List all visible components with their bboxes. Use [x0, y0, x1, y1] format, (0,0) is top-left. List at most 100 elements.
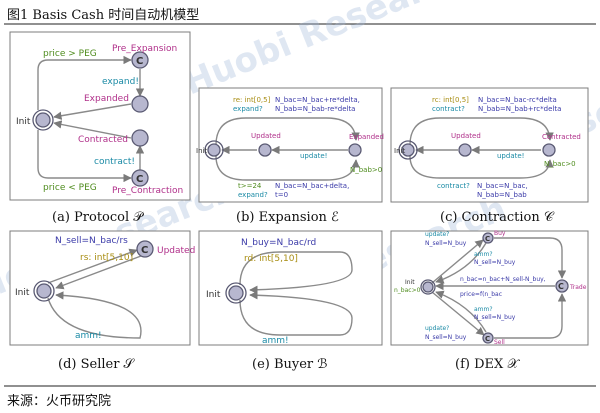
- update-nbuy: N_buy=N_bac/rd: [241, 238, 316, 248]
- update-nbac-trade: n_bac=n_bac+N_sell-N_buy,: [460, 276, 546, 283]
- guard-price-above-peg: price > PEG: [43, 49, 97, 59]
- location-init-a: [35, 112, 51, 128]
- edge-init-to-updated-top: [47, 248, 138, 284]
- edge-init-loop-bottom: [239, 291, 353, 336]
- sync-expand-top: expand?: [233, 105, 263, 113]
- location-buy: [482, 232, 494, 244]
- committed-marker: C: [136, 56, 143, 67]
- edge-init-to-pre-contraction: [37, 130, 132, 183]
- label-trade: Trade: [569, 284, 587, 291]
- edge-init-to-pre-expansion: [37, 55, 132, 110]
- select-re: re: int[0,5]: [233, 96, 271, 104]
- guard-nbab: N_bab>0: [350, 166, 382, 174]
- caption-buyer: (e) Buyer ℬ: [252, 357, 328, 372]
- guard-nbac: N_bac>0: [544, 160, 576, 168]
- location-expanded: [131, 95, 149, 113]
- sync-contract-bottom: contract?: [437, 182, 470, 190]
- panel-dex: C C C Init n_bac>0 Buy Sell Trade update…: [390, 230, 589, 372]
- committed-marker: C: [558, 282, 564, 291]
- edge-sell-to-trade: [494, 293, 567, 339]
- sync-expand-bottom: expand?: [238, 191, 268, 199]
- edge-expanded-to-init: [53, 103, 132, 120]
- panel-contraction: Init Updated Contracted rc: int[0,5] con…: [390, 87, 589, 225]
- label-expanded: Expanded: [349, 133, 384, 141]
- caption-contraction: (c) Contraction 𝒞: [440, 210, 555, 225]
- label-pre-contraction: Pre_Contraction: [112, 186, 183, 196]
- sync-amm-buy: amm?: [474, 251, 493, 258]
- label-updated: Updated: [251, 132, 281, 140]
- panel-seller: C Init Updated N_sell=N_bac/rs rs: int[5…: [9, 230, 195, 372]
- update-nsell-buy: N_sell=N_buy: [474, 259, 516, 266]
- sync-amm-sell: amm?: [474, 306, 493, 313]
- edge-init-to-contracted-top: [409, 117, 554, 146]
- location-init-c: [401, 143, 415, 157]
- label-contracted: Contracted: [78, 135, 128, 145]
- label-contracted: Contracted: [542, 133, 581, 141]
- update-nbac-bottom: N_bac=N_bac+delta,: [275, 182, 349, 190]
- location-init-d: [36, 283, 52, 299]
- location-contracted: [131, 129, 149, 147]
- label-init: Init: [405, 279, 415, 286]
- guard-t: t>=24: [238, 182, 262, 190]
- location-init-b: [207, 143, 221, 157]
- panel-expansion: Init Updated Expanded re: int[0,5] expan…: [196, 87, 384, 225]
- sync-amm: amm!: [262, 336, 289, 346]
- panel-protocol: C C Init Pre_Expansion Expanded Contract…: [9, 31, 191, 225]
- update-nbac-bottom: N_bac=N_bac,: [477, 182, 528, 190]
- update-nsell-top: N_sell=N_buy: [425, 240, 467, 247]
- caption-protocol: (a) Protocol 𝒫: [52, 210, 144, 225]
- label-expanded: Expanded: [84, 94, 129, 104]
- committed-marker: C: [141, 245, 148, 256]
- update-t: t=0: [275, 191, 288, 199]
- edge-init-to-expanded-bottom: [215, 155, 360, 181]
- edge-buy-to-init: [435, 242, 487, 284]
- panel-buyer: Init N_buy=N_bac/rd rd: int[5,10] amm! (…: [198, 230, 383, 372]
- committed-marker: C: [485, 335, 490, 343]
- update-nbac-top: N_bac=N_bac-rc*delta: [478, 96, 557, 104]
- update-price: price=f(n_bac: [460, 291, 502, 298]
- update-nsell: N_sell=N_bac/rs: [55, 236, 128, 246]
- location-pre-expansion: [131, 51, 149, 69]
- label-sell: Sell: [494, 339, 505, 346]
- update-nsell-bottom: N_sell=N_buy: [425, 334, 467, 341]
- location-init-f: [422, 281, 434, 293]
- guard-price-below-peg: price < PEG: [43, 183, 97, 193]
- label-buy: Buy: [494, 230, 506, 237]
- committed-marker: C: [136, 174, 143, 185]
- sync-contract: contract!: [94, 157, 135, 167]
- label-init: Init: [15, 288, 30, 298]
- sync-update-top: update?: [425, 231, 449, 238]
- label-init: Init: [196, 147, 207, 155]
- select-rs: rs: int[5,10]: [80, 253, 133, 263]
- label-init: Init: [206, 290, 221, 300]
- location-sell: [482, 332, 494, 344]
- label-pre-expansion: Pre_Expansion: [112, 44, 177, 54]
- sync-expand: expand!: [102, 77, 139, 87]
- edge-init-to-expanded-top: [215, 117, 360, 146]
- edge-init-self-loop: [47, 291, 142, 339]
- sync-update-bottom: update?: [425, 325, 449, 332]
- label-init: Init: [16, 117, 31, 127]
- sync-update: update!: [300, 152, 327, 160]
- location-updated-b: [258, 143, 272, 157]
- sync-update: update!: [497, 152, 524, 160]
- edge-updated-to-init: [55, 255, 142, 290]
- update-nbab-top: N_bab=N_bab+rc*delta: [478, 105, 561, 113]
- caption-dex: (f) DEX 𝒳: [455, 357, 520, 372]
- update-nbab-top: N_bab=N_bab-re*delta: [275, 105, 355, 113]
- select-rd: rd: int[5,10]: [244, 254, 298, 264]
- edge-init-to-contracted-bottom: [409, 155, 554, 179]
- edge-init-loop-top: [239, 251, 353, 294]
- figure-title: 图1 Basis Cash 时间自动机模型: [7, 8, 200, 23]
- guard-nbac: n_bac>0: [394, 287, 421, 294]
- label-init: Init: [394, 147, 405, 155]
- location-expanded-b: [348, 143, 362, 157]
- sync-amm: amm!: [75, 331, 102, 341]
- select-rc: rc: int[0,5]: [432, 96, 469, 104]
- caption-expansion: (b) Expansion ℰ: [236, 210, 339, 225]
- edge-sell-to-init: [435, 290, 487, 333]
- location-pre-contraction: [131, 169, 149, 187]
- label-updated: Updated: [451, 132, 481, 140]
- edge-contracted-to-init: [53, 120, 132, 139]
